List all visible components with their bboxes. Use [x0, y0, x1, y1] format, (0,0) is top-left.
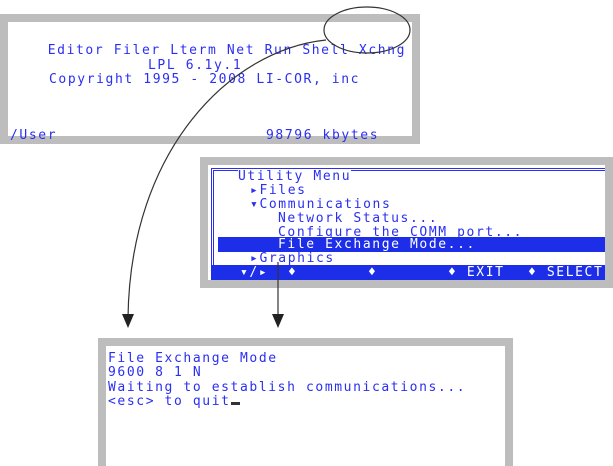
- fkey-exit[interactable]: ♦ EXIT: [448, 265, 505, 280]
- menu-net[interactable]: Net: [226, 43, 256, 58]
- fkey-nav[interactable]: ▾/▸: [240, 265, 269, 280]
- file-exchange-screen: File Exchange Mode 9600 8 1 N Waiting to…: [98, 338, 513, 466]
- quit-hint: <esc> to quit: [108, 395, 240, 409]
- callout-curve: [127, 39, 327, 319]
- comm-settings: 9600 8 1 N: [108, 365, 203, 380]
- text-cursor: [230, 402, 240, 405]
- main-screen: Editor Filer Lterm Net Run Shell Xchng L…: [0, 14, 420, 144]
- version-text: LPL 6.1y.1: [148, 58, 243, 73]
- arrowhead-icon: [122, 314, 134, 328]
- current-path: /User: [10, 128, 58, 143]
- menu-title: Utility Menu: [238, 169, 352, 184]
- main-menu-bar: Editor Filer Lterm Net Run Shell Xchng: [10, 30, 406, 72]
- menu-item-file-exchange[interactable]: File Exchange Mode...: [278, 237, 476, 252]
- selection-highlight: [218, 237, 605, 252]
- menu-shell[interactable]: Shell: [302, 43, 350, 58]
- menu-item-communications[interactable]: ▾Communications: [250, 197, 392, 212]
- menu-lterm[interactable]: Lterm: [170, 43, 218, 58]
- menu-filer[interactable]: Filer: [113, 43, 161, 58]
- function-key-bar: [211, 265, 605, 280]
- menu-item-network-status[interactable]: Network Status...: [278, 211, 439, 226]
- menu-run[interactable]: Run: [264, 43, 293, 58]
- fkey-3[interactable]: ♦: [368, 265, 378, 280]
- fkey-2[interactable]: ♦: [288, 265, 298, 280]
- utility-menu-screen: Utility Menu ▸Files ▾Communications Netw…: [200, 157, 613, 288]
- highlight-ellipse: [323, 6, 411, 54]
- expand-icon: ▸: [250, 251, 260, 266]
- menu-item-files[interactable]: ▸Files: [250, 183, 307, 198]
- menu-xchng[interactable]: Xchng: [358, 43, 407, 58]
- copyright-text: Copyright 1995 - 2008 LI-COR, inc: [49, 72, 361, 87]
- xchng-title: File Exchange Mode: [108, 351, 278, 366]
- collapse-icon: ▾: [250, 197, 260, 212]
- fkey-select[interactable]: ♦ SELECT: [528, 265, 604, 280]
- status-text: Waiting to establish communications...: [108, 380, 467, 395]
- expand-icon: ▸: [250, 183, 260, 198]
- memory-free: 98796 kbytes: [266, 128, 380, 143]
- menu-frame: [211, 168, 605, 280]
- menu-item-configure-comm[interactable]: Configure the COMM port...: [278, 225, 524, 240]
- menu-editor[interactable]: Editor: [47, 43, 105, 58]
- arrowhead-icon: [272, 314, 284, 328]
